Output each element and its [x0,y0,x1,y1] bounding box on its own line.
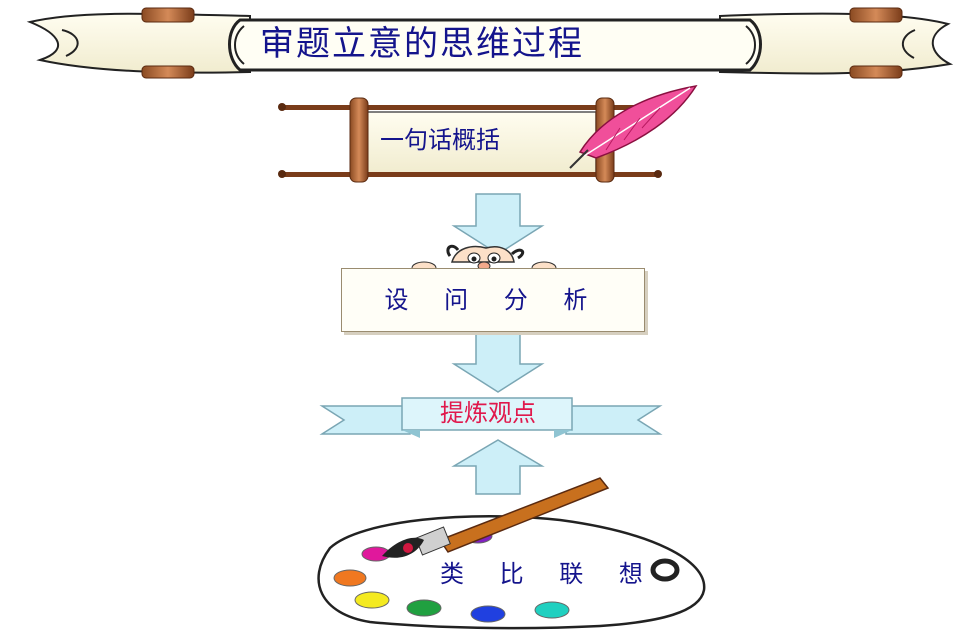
title-scroll-icon [26,7,954,79]
quill-icon [569,84,698,169]
step-extract-label: 提炼观点 [440,399,536,427]
step-analyze-label: 设 问 分 析 [384,286,602,314]
step-summarize-label: 一句话概括 [380,126,500,154]
arrow-up-icon [451,439,545,495]
arrow-down-icon [451,193,545,255]
ribbon-banner-icon [319,397,663,438]
page-title: 审题立意的思维过程 [260,24,584,64]
step-associate-label: 类 比 联 想 [440,560,657,588]
paintbrush-icon [382,477,610,558]
step-analyze-box: 设 问 分 析 [341,268,645,332]
summary-scroll-icon [278,97,662,183]
arrow-down-icon [451,333,545,393]
